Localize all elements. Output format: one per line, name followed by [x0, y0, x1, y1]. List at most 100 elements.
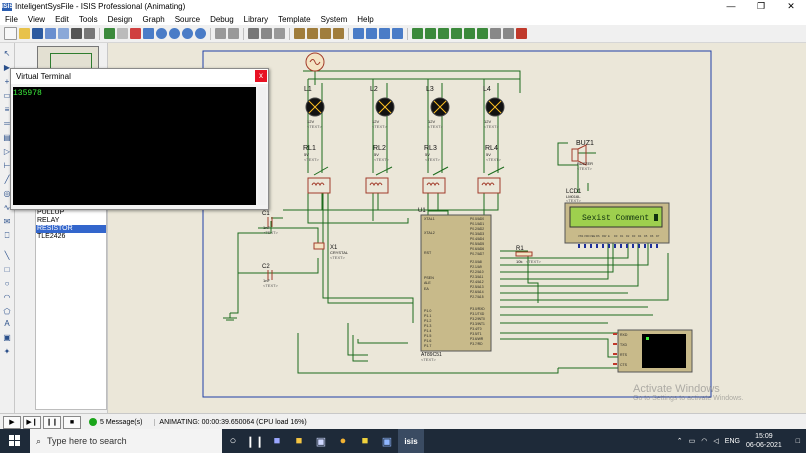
block-copy-icon[interactable] [294, 28, 305, 39]
virtual-instruments-icon[interactable]: ⎕ [4, 231, 10, 240]
pause-button[interactable]: ❙❙ [43, 415, 61, 429]
zoom-out-icon[interactable] [169, 28, 180, 39]
device-item[interactable]: PULLUP [37, 209, 65, 216]
generator-icon[interactable]: ∿ [3, 203, 11, 212]
search-tag-icon[interactable] [425, 28, 436, 39]
menu-file[interactable]: File [5, 14, 18, 24]
menu-edit[interactable]: Edit [55, 14, 69, 24]
keil-icon[interactable]: ▣ [381, 435, 393, 448]
virtual-terminal-window[interactable]: Virtual Terminal x 135978 [10, 68, 269, 210]
save-icon[interactable] [32, 28, 43, 39]
new-file-icon[interactable] [4, 27, 17, 40]
wire-autorouter-icon[interactable] [412, 28, 423, 39]
selection-mode-icon[interactable]: ↖ [3, 49, 11, 58]
play-button[interactable]: ▶ [3, 415, 21, 429]
taskbar-clock[interactable]: 15:09 06-06-2021 [746, 432, 782, 450]
cut-icon[interactable] [248, 28, 259, 39]
netlist-to-ares-icon[interactable] [516, 28, 527, 39]
cortana-icon[interactable]: ○ [229, 435, 237, 447]
marker-icon[interactable]: ✦ [3, 347, 11, 356]
packaging-tool-icon[interactable] [379, 28, 390, 39]
arc-icon[interactable]: ◠ [3, 293, 11, 302]
close-button[interactable]: ✕ [787, 1, 795, 11]
task-view-icon[interactable]: ❙❙ [245, 435, 265, 448]
zoom-in-icon[interactable] [156, 28, 167, 39]
decompose-icon[interactable] [392, 28, 403, 39]
paste-icon[interactable] [274, 28, 285, 39]
path-icon[interactable]: ⬠ [3, 307, 11, 316]
teams-icon[interactable]: ■ [273, 435, 281, 447]
block-delete-icon[interactable] [333, 28, 344, 39]
menu-help[interactable]: Help [357, 14, 374, 24]
volume-icon[interactable]: ◁ [713, 438, 719, 445]
terminals-icon[interactable]: ▷ [3, 147, 11, 156]
pan-icon[interactable] [143, 28, 154, 39]
undo-icon[interactable] [215, 28, 226, 39]
battery-icon[interactable]: ▭ [688, 438, 696, 445]
bill-of-materials-icon[interactable] [490, 28, 501, 39]
circle-icon[interactable]: ○ [4, 279, 10, 288]
menu-debug[interactable]: Debug [210, 14, 234, 24]
menu-graph[interactable]: Graph [142, 14, 165, 24]
isis-taskbar-icon[interactable]: isis [398, 429, 424, 453]
device-pins-icon[interactable]: ⊢ [3, 161, 11, 170]
device-item-selected[interactable]: RESISTOR [36, 225, 106, 233]
step-button[interactable]: ▶❙ [23, 415, 41, 429]
menu-tools[interactable]: Tools [78, 14, 98, 24]
stop-button[interactable]: ■ [63, 415, 81, 429]
pick-device-icon[interactable] [353, 28, 364, 39]
menu-template[interactable]: Template [278, 14, 311, 24]
new-sheet-icon[interactable] [451, 28, 462, 39]
symbol-icon[interactable]: ▣ [3, 333, 11, 342]
block-rotate-icon[interactable] [320, 28, 331, 39]
schematic-canvas[interactable]: L1 12V <TEXT> L2 12V <TEXT> L3 12V <TEXT… [108, 43, 806, 413]
app-icon[interactable]: ■ [361, 435, 369, 447]
remove-sheet-icon[interactable] [464, 28, 475, 39]
notifications-icon[interactable]: □ [795, 437, 800, 445]
voltage-probe-icon[interactable]: ✉ [3, 217, 11, 226]
print-area-icon[interactable] [84, 28, 95, 39]
minimize-button[interactable]: — [726, 1, 736, 11]
line-icon[interactable]: ╲ [4, 251, 10, 260]
messages-indicator[interactable]: 5 Message(s) [89, 418, 142, 426]
wifi-icon[interactable]: ◠ [701, 438, 708, 445]
export-icon[interactable] [58, 28, 69, 39]
tray-chevron-icon[interactable]: ⌃ [676, 438, 683, 445]
zoom-all-icon[interactable] [182, 28, 193, 39]
grid-icon[interactable] [117, 28, 128, 39]
menu-design[interactable]: Design [107, 14, 133, 24]
redraw-icon[interactable] [104, 28, 115, 39]
menu-system[interactable]: System [320, 14, 348, 24]
redo-icon[interactable] [228, 28, 239, 39]
text-script-icon[interactable]: ≡ [4, 105, 10, 114]
erc-report-icon[interactable] [503, 28, 514, 39]
virtual-terminal-titlebar[interactable]: Virtual Terminal [11, 69, 268, 84]
start-button[interactable] [0, 429, 30, 453]
copy-icon[interactable] [261, 28, 272, 39]
block-move-icon[interactable] [307, 28, 318, 39]
bus-icon[interactable]: ═ [4, 119, 10, 128]
device-item[interactable]: RELAY [37, 217, 60, 224]
goto-child-icon[interactable] [477, 28, 488, 39]
junction-dot-icon[interactable]: + [4, 77, 10, 86]
origin-icon[interactable] [130, 28, 141, 39]
taskbar-search[interactable]: ⌕ Type here to search [30, 429, 222, 453]
subcircuit-icon[interactable]: ▤ [3, 133, 11, 142]
language-indicator[interactable]: ENG [724, 437, 740, 445]
zoom-area-icon[interactable] [195, 28, 206, 39]
virtual-terminal-scrollbar[interactable] [258, 87, 266, 205]
property-tool-icon[interactable] [438, 28, 449, 39]
store-icon[interactable]: ▣ [315, 435, 327, 448]
chrome-icon[interactable]: ● [339, 435, 347, 447]
component-mode-icon[interactable]: ▶ [3, 63, 11, 72]
print-icon[interactable] [71, 28, 82, 39]
virtual-terminal-close-button[interactable]: x [255, 70, 267, 82]
open-folder-icon[interactable] [19, 28, 30, 39]
import-icon[interactable] [45, 28, 56, 39]
device-item[interactable]: TLE2426 [37, 233, 66, 240]
menu-source[interactable]: Source [174, 14, 201, 24]
box-icon[interactable]: □ [4, 265, 10, 274]
make-device-icon[interactable] [366, 28, 377, 39]
virtual-terminal-output[interactable]: 135978 [13, 87, 256, 205]
text-icon[interactable]: A [4, 319, 10, 328]
